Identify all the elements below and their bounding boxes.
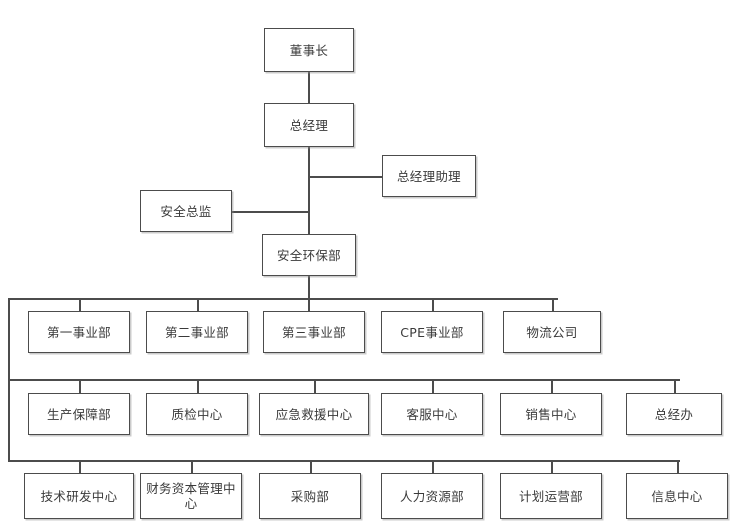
org-node-label: 总经理助理 xyxy=(396,168,461,184)
org-node-qc-center[interactable]: 质检中心 xyxy=(146,393,248,435)
org-node-label: 第三事业部 xyxy=(281,324,346,340)
connector-gm-spine xyxy=(308,147,310,234)
org-node-label: 人力资源部 xyxy=(399,488,464,504)
connector-drop-logistics xyxy=(552,298,554,311)
connector-row5-bus xyxy=(8,379,680,381)
connector-drop-sales xyxy=(551,379,553,393)
connector-drop-div-1 xyxy=(79,298,81,311)
connector-drop-div-2 xyxy=(197,298,199,311)
connector-drop-service xyxy=(432,379,434,393)
connector-drop-planning xyxy=(551,460,553,473)
org-node-sales[interactable]: 销售中心 xyxy=(500,393,602,435)
org-node-planning[interactable]: 计划运营部 xyxy=(500,473,602,519)
org-node-hr[interactable]: 人力资源部 xyxy=(381,473,483,519)
org-node-label: 客服中心 xyxy=(406,406,458,422)
org-node-label: 计划运营部 xyxy=(518,488,583,504)
org-node-hse-dept[interactable]: 安全环保部 xyxy=(262,234,356,276)
connector-gm-asst-branch xyxy=(308,176,382,178)
org-node-label: 第二事业部 xyxy=(164,324,229,340)
org-node-info[interactable]: 信息中心 xyxy=(626,473,728,519)
org-node-chairman[interactable]: 董事长 xyxy=(264,28,354,72)
org-node-label: 采购部 xyxy=(290,488,330,504)
org-node-label: CPE事业部 xyxy=(400,324,464,340)
org-node-label: 技术研发中心 xyxy=(40,488,118,504)
org-node-gm[interactable]: 总经理 xyxy=(264,103,354,147)
connector-drop-prod-guar xyxy=(79,379,81,393)
org-node-label: 销售中心 xyxy=(525,406,577,422)
connector-drop-div-cpe xyxy=(432,298,434,311)
org-node-label: 总经理 xyxy=(289,117,329,133)
org-node-div-cpe[interactable]: CPE事业部 xyxy=(381,311,483,353)
org-node-gm-office[interactable]: 总经办 xyxy=(626,393,722,435)
org-node-label: 总经办 xyxy=(654,406,694,422)
org-node-label: 董事长 xyxy=(289,42,329,58)
connector-drop-info xyxy=(677,460,679,473)
org-node-safety-dir[interactable]: 安全总监 xyxy=(140,190,232,232)
org-node-finance[interactable]: 财务资本管理中心 xyxy=(140,473,242,519)
org-node-label: 安全总监 xyxy=(160,203,212,219)
org-node-prod-guar[interactable]: 生产保障部 xyxy=(28,393,130,435)
connector-drop-rescue xyxy=(314,379,316,393)
connector-drop-rnd xyxy=(79,460,81,473)
org-node-label: 物流公司 xyxy=(526,324,578,340)
connector-chairman-to-gm-stem xyxy=(308,72,310,103)
org-node-gm-asst[interactable]: 总经理助理 xyxy=(382,155,476,197)
connector-hse-to-bus-stem xyxy=(308,276,310,298)
connector-row6-bus xyxy=(8,460,680,462)
connector-drop-qc-center xyxy=(197,379,199,393)
org-node-div-2[interactable]: 第二事业部 xyxy=(146,311,248,353)
org-node-label: 信息中心 xyxy=(651,488,703,504)
connector-row4-bus xyxy=(8,298,558,300)
connector-drop-purchasing xyxy=(310,460,312,473)
org-node-purchasing[interactable]: 采购部 xyxy=(259,473,361,519)
org-node-label: 质检中心 xyxy=(171,406,223,422)
org-node-service[interactable]: 客服中心 xyxy=(381,393,483,435)
connector-drop-finance xyxy=(191,460,193,473)
org-node-label: 应急救援中心 xyxy=(275,406,353,422)
org-node-label: 财务资本管理中心 xyxy=(146,481,236,511)
org-node-logistics[interactable]: 物流公司 xyxy=(503,311,601,353)
connector-safety-dir-branch xyxy=(232,211,308,213)
connector-drop-gm-office xyxy=(674,379,676,393)
org-node-label: 安全环保部 xyxy=(276,247,341,263)
org-node-rescue[interactable]: 应急救援中心 xyxy=(259,393,369,435)
org-node-div-1[interactable]: 第一事业部 xyxy=(28,311,130,353)
connector-drop-hr xyxy=(432,460,434,473)
org-node-rnd[interactable]: 技术研发中心 xyxy=(24,473,134,519)
org-node-label: 第一事业部 xyxy=(46,324,111,340)
org-node-label: 生产保障部 xyxy=(46,406,111,422)
connector-drop-div-3 xyxy=(308,298,310,311)
org-node-div-3[interactable]: 第三事业部 xyxy=(263,311,365,353)
